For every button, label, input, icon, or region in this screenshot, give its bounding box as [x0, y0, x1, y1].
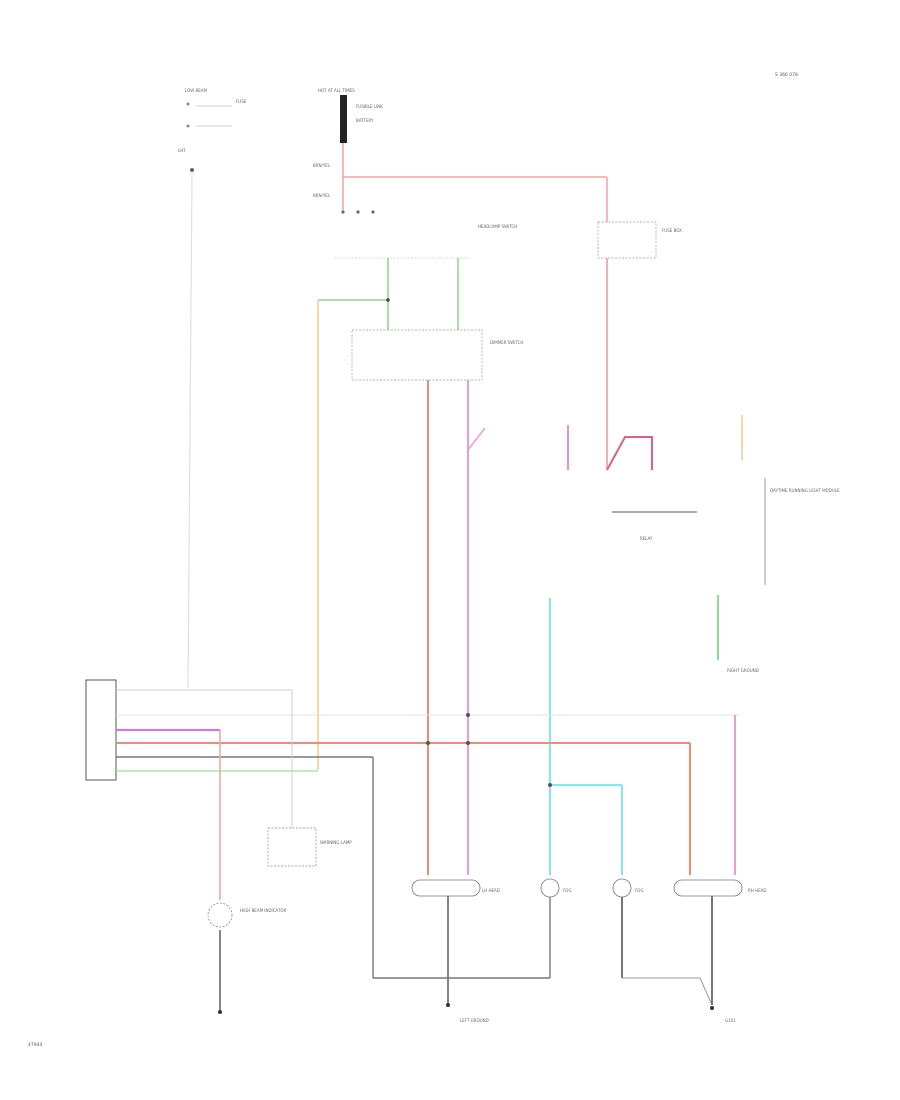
hot-at-all-times-label: HOT AT ALL TIMES: [318, 88, 355, 93]
ground-dot: [218, 1010, 222, 1014]
ground-dot: [710, 1006, 714, 1010]
rh-headlamp: [673, 879, 743, 897]
warning-lamp: WARNING LAMP: [267, 827, 352, 867]
battery-fusible-link: HOT AT ALL TIMES FUSIBLE LINK BATTERY BR…: [313, 88, 608, 222]
high-beam-indicator: HIGH BEAM INDICATOR: [207, 902, 287, 1014]
fog-left-label: FOG: [563, 888, 572, 893]
low-beam-label: LOW BEAM: [185, 88, 207, 93]
headlamp-switch-label: HEADLAMP SWITCH: [478, 224, 517, 229]
low-beam-fuse-group: LOW BEAM FUSE LHT: [178, 88, 247, 689]
daytime-running-light-module: RELAY DAYTIME RUNNING LIGHT MODULE RIGHT…: [549, 415, 840, 875]
splice-dot: [548, 783, 552, 787]
switch-contact: [341, 210, 345, 214]
headlamp-left-label: LH HEAD: [482, 888, 500, 893]
headlamp-switch: HEADLAMP SWITCH: [318, 210, 517, 330]
fuse-label: FUSE: [236, 99, 247, 104]
ground-wires: LEFT GROUND G101: [373, 896, 736, 1023]
wire-pink: [467, 427, 486, 451]
wire-gray: [187, 171, 193, 689]
fog-right-label: FOG: [635, 888, 644, 893]
dimmer-switch: DIMMER SWITCH: [351, 329, 523, 875]
terminal-dot: [186, 102, 190, 106]
battery-label: BATTERY: [356, 118, 374, 123]
fusible-link-icon: [340, 95, 347, 143]
wire-label-a: BRN/YEL: [313, 163, 331, 168]
fuse-box: FUSE BOX: [597, 221, 682, 471]
terminal-dot: [186, 124, 190, 128]
fuse-box-label: FUSE BOX: [662, 228, 682, 233]
connector-dot: [190, 168, 194, 172]
wire-label-b: BRN/YEL: [313, 193, 331, 198]
splice-dot: [466, 741, 470, 745]
wire-gray: [699, 977, 713, 1006]
switch-contact: [356, 210, 360, 214]
fuse-box-outline: [597, 221, 657, 259]
diagram-code: S 366 078: [775, 72, 798, 78]
lht-label: LHT: [178, 148, 186, 153]
fusible-link-label: FUSIBLE LINK: [356, 104, 383, 109]
switch-contact: [371, 210, 375, 214]
connector-block: [85, 679, 117, 781]
relay-coil-wire: [606, 436, 653, 471]
g-ground-label: G101: [725, 1018, 736, 1023]
right-ground-label: RIGHT GROUND: [727, 668, 759, 673]
footer-code: 47944: [28, 1042, 42, 1048]
splice-dot: [426, 741, 430, 745]
fog-lamp-right: [612, 878, 632, 898]
splice-dot: [466, 713, 470, 717]
left-ground-label: LEFT GROUND: [460, 1018, 489, 1023]
warning-lamp-label: WARNING LAMP: [320, 840, 352, 845]
fog-lamp-left: [540, 878, 560, 898]
lh-headlamp: [411, 879, 481, 897]
relay-label: RELAY: [640, 536, 653, 541]
ground-dot: [446, 1003, 450, 1007]
indicator-label: HIGH BEAM INDICATOR: [240, 908, 287, 913]
headlamp-right-label: RH HEAD: [748, 888, 766, 893]
indicator-lamp: [207, 902, 233, 928]
dimmer-switch-label: DIMMER SWITCH: [490, 340, 523, 345]
dimmer-outline: [351, 329, 483, 381]
splice-dot: [386, 298, 390, 302]
left-connector: [85, 679, 740, 978]
warning-lamp-box: [267, 827, 317, 867]
daytime-module-label: DAYTIME RUNNING LIGHT MODULE: [770, 488, 840, 493]
headlamps: LH HEAD FOG FOG RH HEAD: [411, 878, 766, 898]
